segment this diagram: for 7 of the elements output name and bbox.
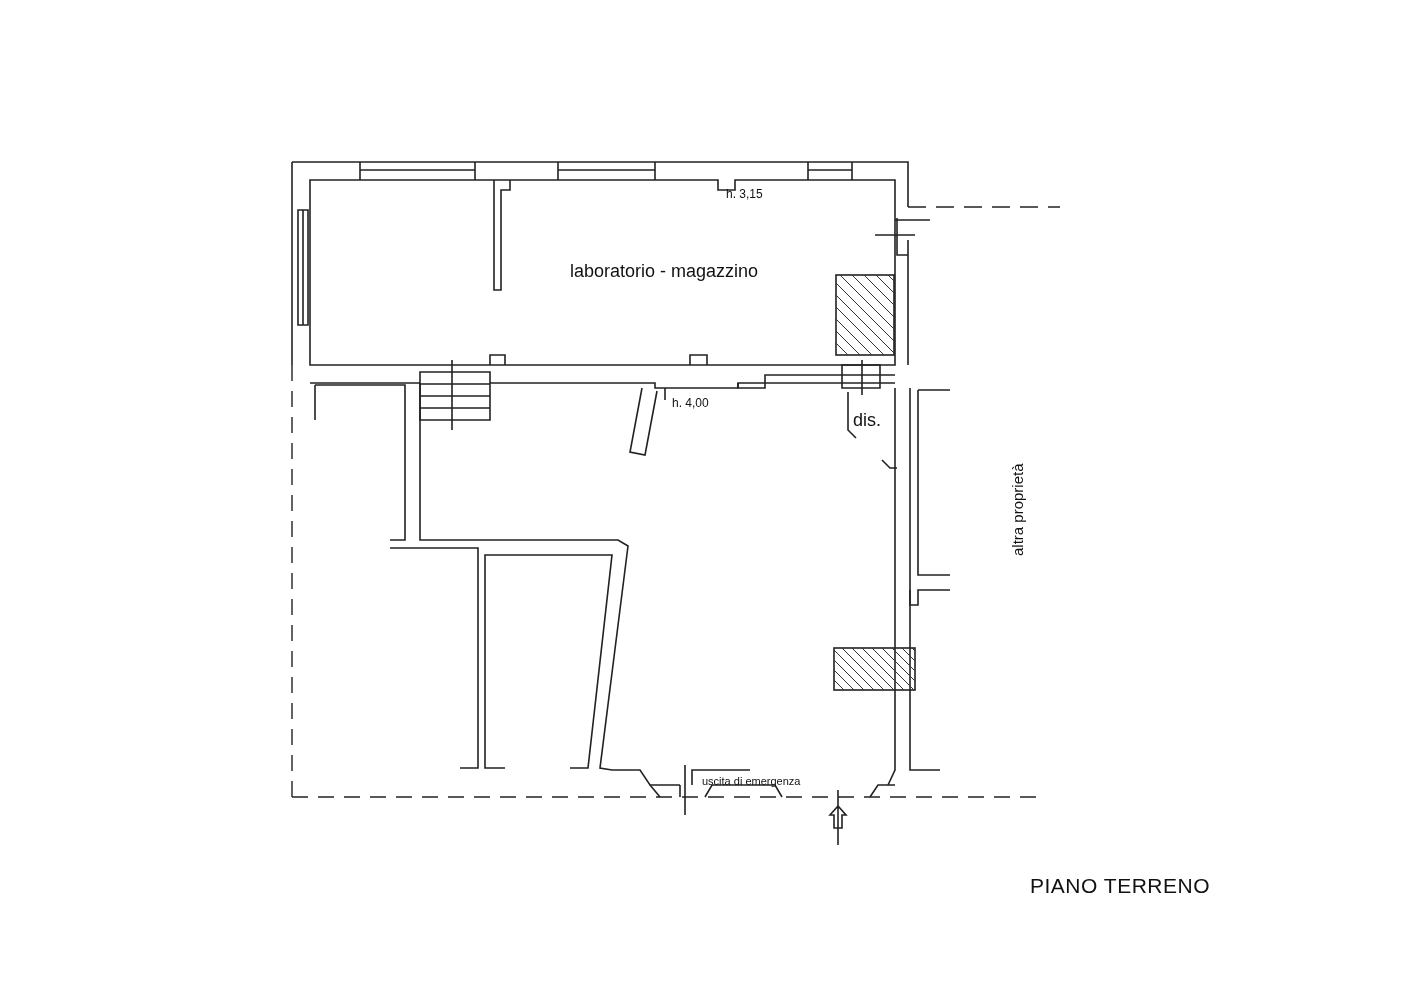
room-label: laboratorio - magazzino: [570, 262, 759, 282]
area-label: altra proprietà: [1010, 463, 1027, 556]
height-label: h. 3,15: [726, 188, 763, 202]
exit-label: uscita di emergenza: [702, 775, 801, 788]
height-label: h. 4,00: [672, 397, 709, 411]
caption: PIANO TERRENO: [1030, 874, 1210, 898]
room-label: dis.: [853, 411, 881, 431]
